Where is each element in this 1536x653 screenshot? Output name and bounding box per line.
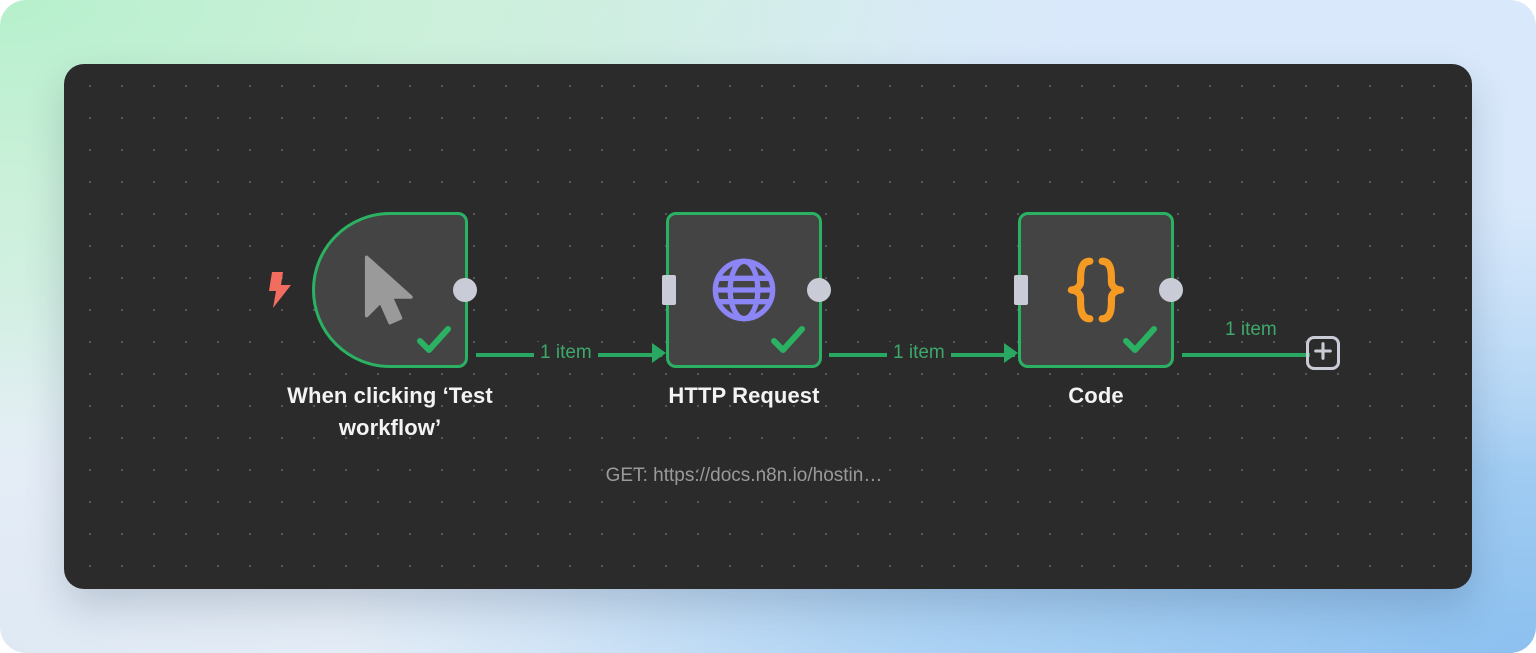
node-code-output-endpoint[interactable] [1159, 278, 1183, 302]
check-icon [1123, 325, 1157, 355]
node-http-request-output-endpoint[interactable] [807, 278, 831, 302]
node-http-request[interactable]: HTTP Request GET: https://docs.n8n.io/ho… [606, 212, 882, 486]
cursor-pointer-icon [315, 215, 465, 365]
globe-icon [669, 215, 819, 365]
plus-icon [1313, 341, 1333, 366]
check-icon [417, 325, 451, 355]
connection-code-to-add[interactable] [1182, 353, 1310, 357]
lightning-bolt-icon [269, 272, 293, 308]
add-node-button[interactable] [1306, 336, 1340, 370]
node-trigger[interactable]: When clicking ‘Test workflow’ [269, 212, 493, 440]
node-http-request-input-endpoint[interactable] [662, 275, 676, 305]
connection-label-http-to-code: 1 item [887, 342, 951, 364]
node-code-title: Code [1068, 383, 1124, 408]
node-code[interactable]: Code [1014, 212, 1183, 408]
node-code-box[interactable] [1014, 212, 1183, 368]
node-http-request-box[interactable] [662, 212, 831, 368]
node-trigger-title: When clicking ‘Test workflow’ [287, 383, 493, 440]
connection-arrow-http-to-code [1004, 343, 1018, 363]
node-http-request-title: HTTP Request [668, 383, 820, 408]
node-trigger-box[interactable] [269, 212, 477, 368]
connection-arrow-trigger-to-http [652, 343, 666, 363]
connection-label-code-to-add: 1 item [1219, 319, 1283, 341]
curly-braces-icon [1021, 215, 1171, 365]
workflow-canvas[interactable]: 1 item 1 item 1 item [64, 64, 1472, 589]
connection-label-trigger-to-http: 1 item [534, 342, 598, 364]
check-icon [771, 325, 805, 355]
node-code-input-endpoint[interactable] [1014, 275, 1028, 305]
node-http-request-subtitle: GET: https://docs.n8n.io/hostin… [605, 465, 883, 486]
node-trigger-output-endpoint[interactable] [453, 278, 477, 302]
